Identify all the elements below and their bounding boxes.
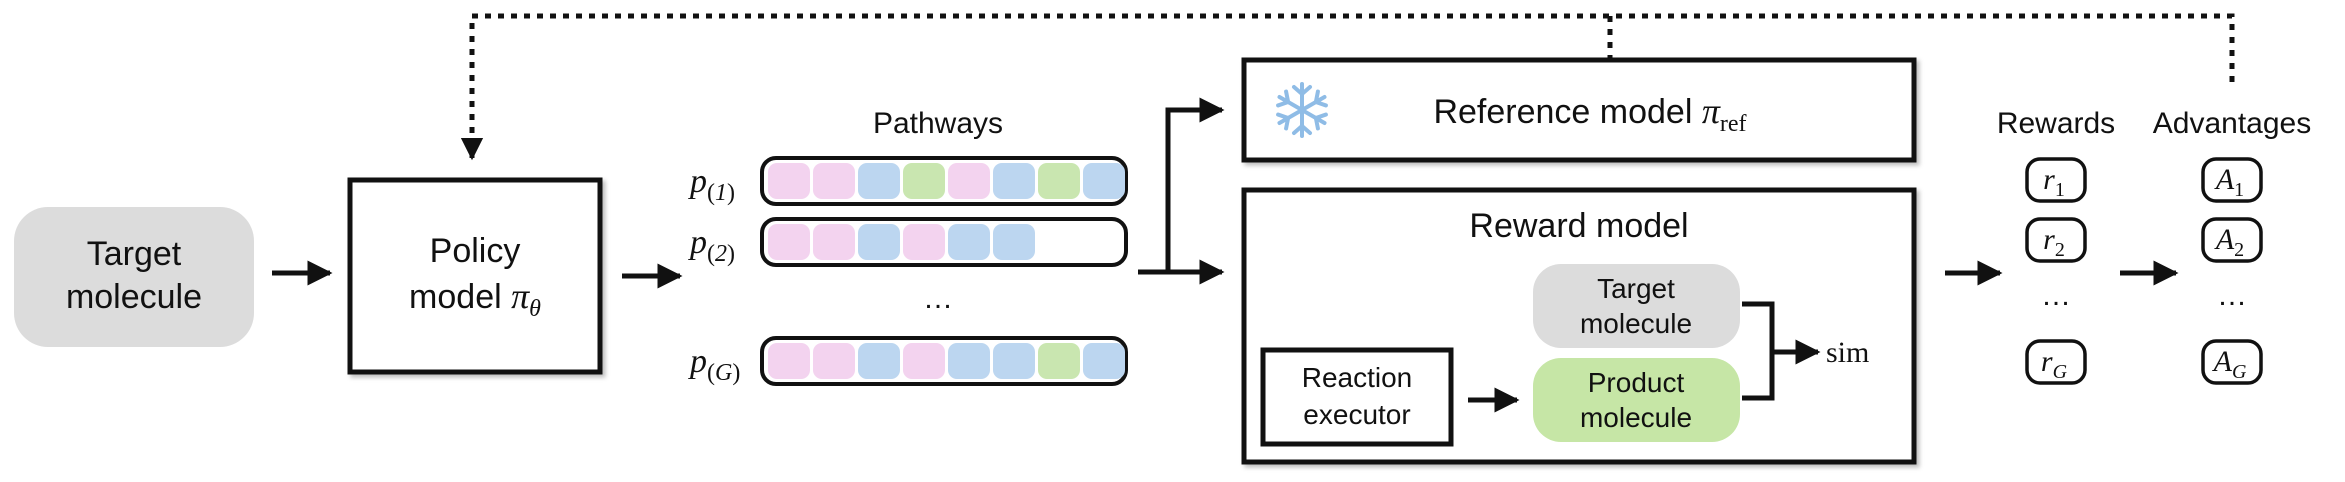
pathway-step-blue xyxy=(858,224,900,260)
target-molecule-node: Target molecule xyxy=(14,207,254,347)
pathway-step-blue xyxy=(993,343,1035,379)
advantages-title: Advantages xyxy=(2153,107,2311,140)
pathway-step-pink xyxy=(768,224,810,260)
advantage-badge: A2 xyxy=(2201,217,2263,263)
pathway-step-pink xyxy=(768,343,810,379)
pathway-step-blue xyxy=(1083,163,1125,199)
reward-badge: rG xyxy=(2025,339,2087,385)
pathway-step-pink xyxy=(948,163,990,199)
reference-model-node: Reference model πref xyxy=(1241,57,1917,163)
advantages-group: Advantages A1A2AG … xyxy=(2153,107,2311,385)
pathways-title: Pathways xyxy=(873,107,1003,140)
reference-model-label: Reference model πref xyxy=(1433,91,1746,137)
pathway-step-pink xyxy=(903,343,945,379)
rewards-title: Rewards xyxy=(1997,107,2115,140)
pathway-step-green xyxy=(903,163,945,199)
pathway-label: p(G) xyxy=(688,343,740,386)
pathway-label: p(1) xyxy=(688,163,735,206)
pathway-step-green xyxy=(1038,163,1080,199)
pathway-step-blue xyxy=(993,163,1035,199)
pathway-step-blue xyxy=(948,343,990,379)
advantages-ellipsis: … xyxy=(2217,279,2247,312)
product-molecule-line2: molecule xyxy=(1580,402,1692,433)
sim-label: sim xyxy=(1826,336,1869,369)
svg-text:A2: A2 xyxy=(2214,223,2244,261)
advantage-badge: AG xyxy=(2201,339,2263,385)
reaction-executor-line1: Reaction xyxy=(1302,362,1413,393)
pathway-row xyxy=(760,336,1128,386)
pathway-step-pink xyxy=(813,163,855,199)
svg-text:A1: A1 xyxy=(2214,163,2244,201)
sim-merge-arrows xyxy=(1742,301,1821,401)
pathway-step-green xyxy=(1038,343,1080,379)
target-molecule-line1: Target xyxy=(87,235,182,273)
policy-model-node: Policy model πθ xyxy=(347,177,603,375)
pathway-step-blue xyxy=(1083,343,1125,379)
reward-target-molecule: Target molecule xyxy=(1533,264,1740,348)
snowflake-icon xyxy=(1273,82,1331,138)
svg-text:rG: rG xyxy=(2041,345,2068,383)
product-molecule-line1: Product xyxy=(1588,367,1685,398)
reward-target-line2: molecule xyxy=(1580,308,1692,339)
advantage-badge: A1 xyxy=(2201,157,2263,203)
reward-model-title: Reward model xyxy=(1469,207,1688,245)
pathway-step-pink xyxy=(813,343,855,379)
reward-badge: r1 xyxy=(2025,157,2087,203)
pathway-step-pink xyxy=(813,224,855,260)
split-arrows xyxy=(1138,97,1225,285)
svg-text:r1: r1 xyxy=(2043,163,2065,201)
rewards-ellipsis: … xyxy=(2041,279,2071,312)
pathway-step-pink xyxy=(768,163,810,199)
rewards-group: Rewards r1 r2 rG … xyxy=(1997,107,2115,385)
reward-target-line1: Target xyxy=(1597,273,1675,304)
product-molecule-node: Product molecule xyxy=(1533,358,1740,442)
pathway-step-blue xyxy=(858,343,900,379)
pathways-ellipsis: … xyxy=(923,282,953,315)
pathway-row xyxy=(760,217,1128,267)
pathway-step-blue xyxy=(993,224,1035,260)
pathway-step-blue xyxy=(948,224,990,260)
pathway-step-blue xyxy=(858,163,900,199)
pathways-group: Pathways p(1) p(2) p(G) … xyxy=(688,107,1128,386)
reaction-executor-line2: executor xyxy=(1303,399,1410,430)
reaction-executor-node: Reaction executor xyxy=(1260,347,1454,447)
reward-badge: r2 xyxy=(2025,217,2087,263)
pathway-step-pink xyxy=(903,224,945,260)
pathway-label: p(2) xyxy=(688,224,735,267)
policy-model-line2: model πθ xyxy=(409,276,541,322)
pathway-row xyxy=(760,156,1128,206)
reward-model-node: Reward model Target molecule Reaction ex… xyxy=(1241,187,1917,465)
target-molecule-line2: molecule xyxy=(66,278,202,316)
policy-model-line1: Policy xyxy=(430,232,521,270)
svg-text:AG: AG xyxy=(2212,345,2247,383)
svg-text:r2: r2 xyxy=(2043,223,2065,261)
